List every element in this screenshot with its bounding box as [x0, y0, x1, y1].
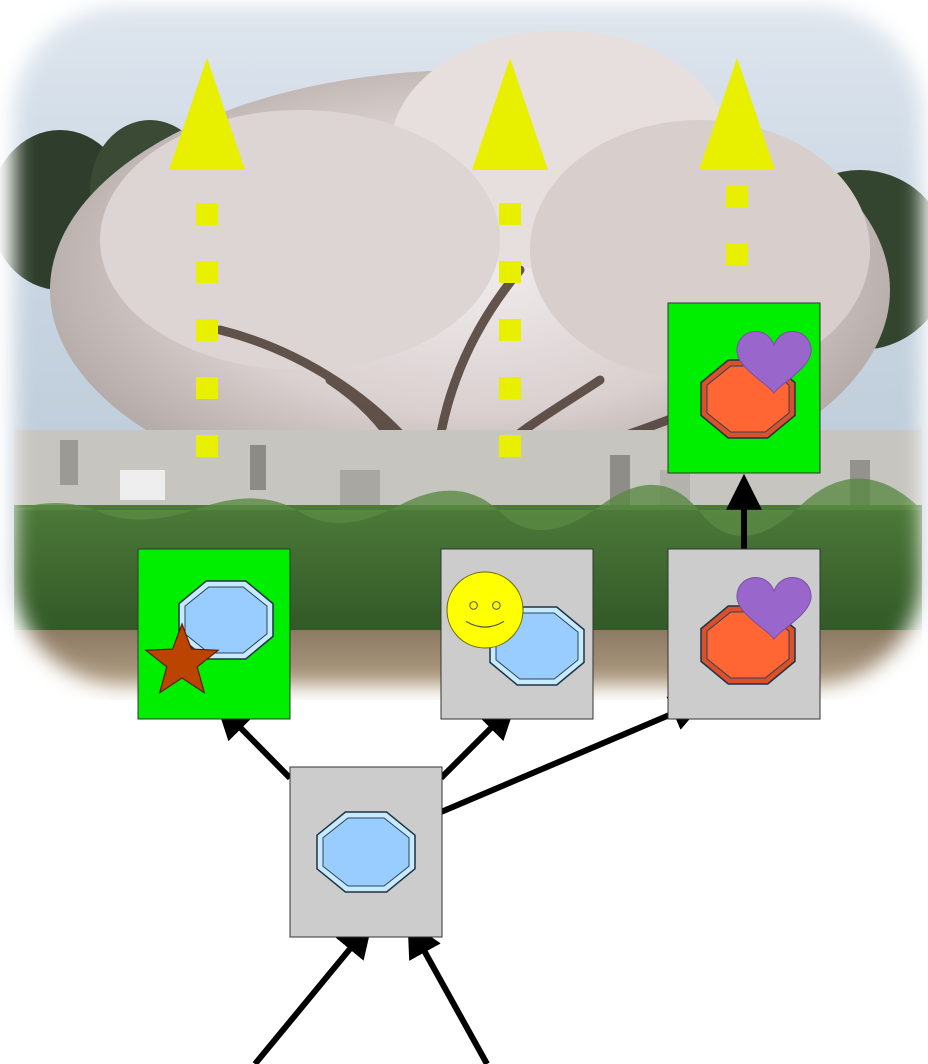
growth-marker	[472, 58, 548, 457]
edge-arrow	[215, 702, 293, 781]
growth-dot	[726, 243, 748, 265]
edge-arrow	[439, 696, 707, 815]
blue-octagon-icon	[178, 580, 274, 660]
growth-dot	[196, 377, 218, 399]
growth-dot	[196, 261, 218, 283]
node-star-branch	[137, 548, 291, 720]
edge-arrow	[252, 921, 373, 1064]
growth-arrowhead	[472, 58, 548, 170]
growth-dot	[499, 203, 521, 225]
edges	[215, 473, 762, 1064]
node-root	[289, 766, 443, 938]
growth-arrowhead	[169, 58, 245, 170]
growth-dot	[499, 377, 521, 399]
growth-dot	[196, 319, 218, 341]
growth-dot	[499, 261, 521, 283]
growth-marker	[699, 58, 775, 265]
growth-dot	[196, 435, 218, 457]
growth-dot	[499, 435, 521, 457]
growth-dot	[726, 185, 748, 207]
growth-arrowhead	[699, 58, 775, 170]
growth-markers	[169, 58, 775, 457]
growth-dot	[196, 203, 218, 225]
edge-arrow	[407, 920, 490, 1064]
node-smiley-branch	[440, 548, 594, 720]
heart-icon	[736, 577, 812, 641]
star-icon	[144, 622, 220, 695]
growth-marker	[169, 58, 245, 457]
heart-icon	[736, 331, 812, 395]
smiley-icon	[446, 571, 524, 649]
edge-arrow	[438, 702, 517, 781]
node-heart-branch-next	[667, 302, 821, 474]
node-heart-branch	[667, 548, 821, 720]
blue-octagon-icon	[316, 811, 416, 893]
nodes	[137, 302, 821, 938]
growth-dot	[499, 319, 521, 341]
